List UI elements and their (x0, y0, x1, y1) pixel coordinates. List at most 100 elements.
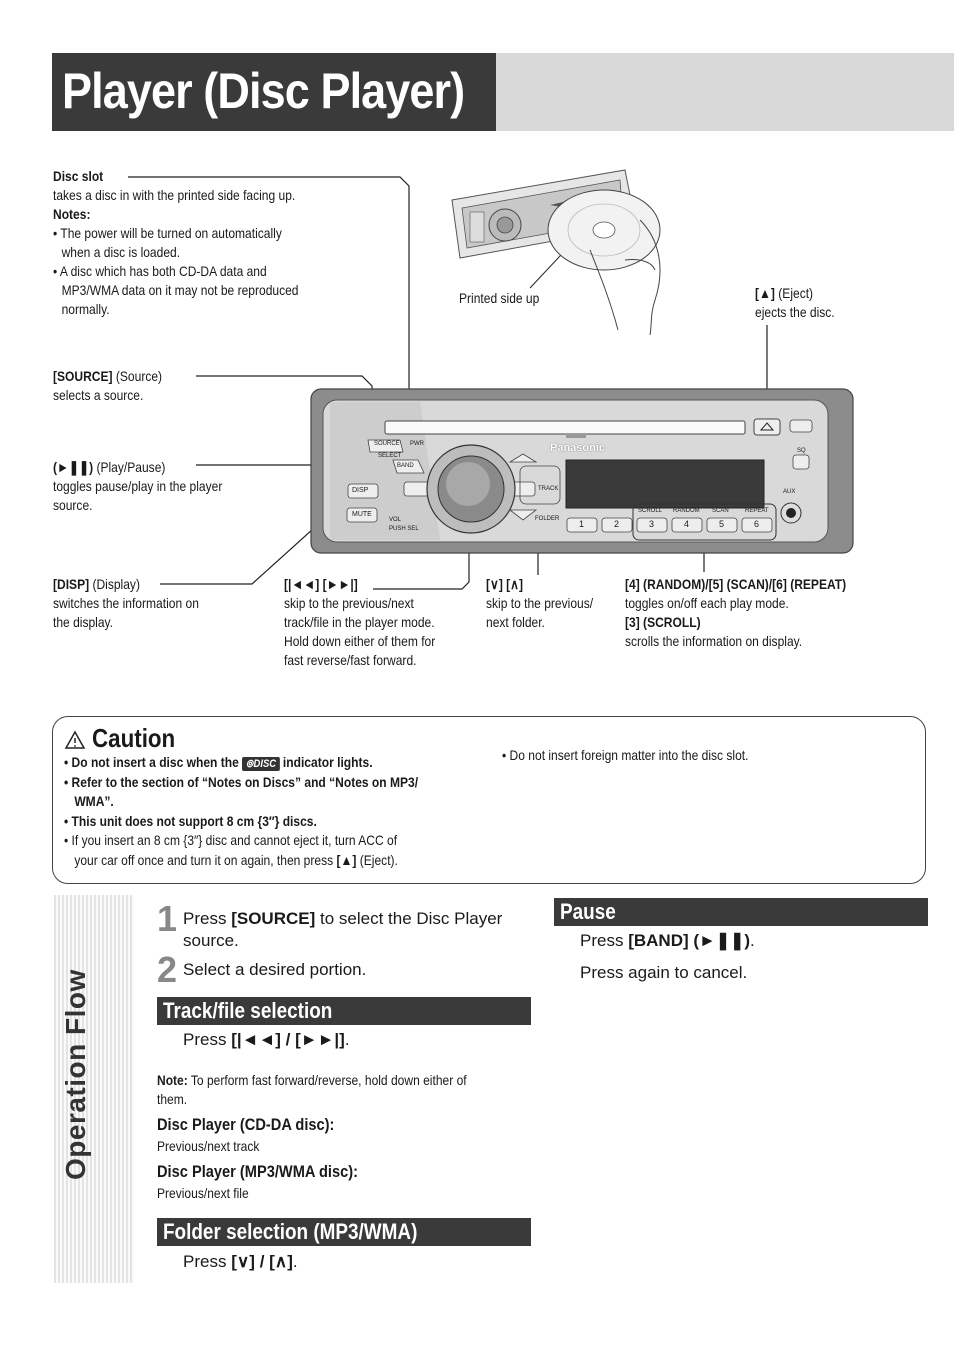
unit-preset-label-scan: SCAN (712, 508, 729, 514)
eject-key: [▲] (755, 285, 775, 301)
disp-name: (Display) (89, 576, 140, 592)
caution-item4-line2-a: your car off once and turn it on again, … (74, 851, 334, 868)
unit-track-label: TRACK (538, 486, 559, 492)
step1-press: Press (183, 909, 227, 928)
skip-callout: [|◄◄] [►►|] skip to the previous/next tr… (284, 575, 435, 670)
unit-source-label: SOURCE (374, 441, 400, 447)
unit-disp-label: DISP (352, 487, 369, 494)
unit-pwr-label: PWR (410, 441, 424, 447)
unit-preset-label-scroll: SCROLL (638, 508, 663, 514)
folder-selection-header: Folder selection (MP3/WMA) (157, 1218, 531, 1246)
source-key: [SOURCE] (53, 368, 113, 384)
disc-slot-desc: takes a disc in with the printed side fa… (53, 187, 296, 203)
folder-press-line: Press [∨] / [∧]. (183, 1252, 298, 1271)
eject-callout: [▲] (Eject) ejects the disc. (755, 284, 835, 322)
unit-preset-5[interactable]: 5 (719, 519, 725, 529)
operation-flow-strip (54, 895, 134, 1283)
play-key: (►❚❚) (53, 459, 94, 475)
unit-band-label: BAND (397, 463, 414, 469)
caution-item3: • This unit does not support 8 cm {3″} d… (64, 812, 317, 829)
page-title: Player (Disc Player) (62, 63, 465, 119)
step2-text: Select a desired portion. (183, 960, 367, 979)
track-file-header: Track/file selection (157, 997, 531, 1025)
eject-desc: ejects the disc. (755, 304, 835, 320)
caution-title: Caution (92, 723, 176, 753)
disp-callout: [DISP] (Display) switches the informatio… (53, 575, 199, 632)
operation-flow-label: Operation Flow (60, 969, 91, 1180)
track-note-label: Note: (157, 1072, 188, 1088)
disp-desc1: switches the information on (53, 595, 199, 611)
title-bar (52, 53, 496, 131)
unit-mute-label: MUTE (352, 511, 372, 518)
unit-select-label: SELECT (378, 453, 402, 459)
folder-desc2: next folder. (486, 614, 545, 630)
unit-vol-label: VOL (389, 517, 402, 523)
track-keys: [|◄◄] / [►►|] (231, 1030, 345, 1049)
track-note-b: them. (157, 1091, 188, 1107)
caution-item4-key: [▲] (336, 851, 357, 868)
caution-item5: • Do not insert foreign matter into the … (502, 747, 749, 763)
skip-desc3: Hold down either of them for (284, 633, 436, 649)
pause-press-line: Press [BAND] (►❚❚). (580, 931, 755, 950)
skip-desc2: track/file in the player mode. (284, 614, 435, 630)
folder-keys: [∨] / [∧] (231, 1252, 293, 1271)
unit-preset-1[interactable]: 1 (579, 519, 585, 529)
pause-keys: [BAND] (►❚❚) (628, 931, 750, 950)
caution-box (52, 716, 926, 884)
disc-slot-callout: Disc slot takes a disc in with the print… (53, 167, 299, 319)
note1-line2: when a disc is loaded. (61, 244, 181, 260)
scroll-desc: scrolls the information on display. (625, 633, 803, 649)
mode-callout: [4] (RANDOM)/[5] (SCAN)/[6] (REPEAT) tog… (625, 575, 846, 651)
caution-item2-line2: WMA”. (74, 793, 114, 809)
scroll-key: [3] (SCROLL) (625, 614, 701, 630)
caution-list-left: • Do not insert a disc when the ⊚DISC in… (64, 753, 418, 870)
play-name: (Play/Pause) (93, 459, 166, 475)
unit-preset-3[interactable]: 3 (649, 519, 655, 529)
step1-text-c: source. (183, 931, 239, 950)
unit-preset-label-repeat: REPEAT (745, 508, 769, 514)
cdda-title: Disc Player (CD-DA disc): (157, 1115, 335, 1134)
source-desc: selects a source. (53, 387, 144, 403)
play-desc2: source. (53, 497, 93, 513)
caution-item1-a: • Do not insert a disc when the (64, 754, 239, 770)
unit-preset-2[interactable]: 2 (614, 519, 620, 529)
folder-key: [∨] [∧] (486, 576, 524, 592)
unit-aux-label: AUX (783, 489, 796, 495)
play-desc1: toggles pause/play in the player (53, 478, 223, 494)
track-press-line: Press [|◄◄] / [►►|]. (183, 1030, 350, 1049)
caution-item4-line1: • If you insert an 8 cm {3″} disc and ca… (64, 832, 398, 848)
unit-sq-label: SQ (797, 448, 806, 454)
unit-preset-label-random: RANDOM (673, 508, 700, 514)
mp3-title: Disc Player (MP3/WMA disc): (157, 1162, 358, 1181)
source-callout: [SOURCE] (Source) selects a source. (53, 367, 162, 405)
pause-again: Press again to cancel. (580, 963, 748, 982)
caution-item4-line2-b: (Eject). (356, 851, 398, 868)
unit-push-sel-label: PUSH SEL (389, 526, 419, 532)
notes-label: Notes: (53, 206, 91, 222)
skip-desc1: skip to the previous/next (284, 595, 414, 611)
mode-key: [4] (RANDOM)/[5] (SCAN)/[6] (REPEAT) (625, 576, 847, 592)
unit-preset-6[interactable]: 6 (754, 519, 760, 529)
note1-line1: • The power will be turned on automatica… (53, 225, 282, 241)
track-note-a: To perform fast forward/reverse, hold do… (187, 1072, 467, 1088)
cdda-desc: Previous/next track (157, 1138, 260, 1154)
folder-callout: [∨] [∧] skip to the previous/ next folde… (486, 575, 593, 632)
unit-folder-label: FOLDER (535, 516, 560, 522)
disc-indicator-badge: ⊚DISC (242, 757, 280, 771)
disp-key: [DISP] (53, 576, 90, 592)
note2-line1: • A disc which has both CD-DA data and (53, 263, 267, 279)
eject-name: (Eject) (774, 285, 814, 301)
caution-item1-b: indicator lights. (282, 754, 373, 770)
step1-number: 1 (157, 898, 178, 939)
folder-desc1: skip to the previous/ (486, 595, 594, 611)
disc-slot-label: Disc slot (53, 168, 104, 184)
printed-side-up-label: Printed side up (459, 290, 540, 306)
caution-item2-line1: • Refer to the section of “Notes on Disc… (64, 773, 419, 790)
unit-brand-logo: Panasonic (550, 442, 606, 454)
step2-number: 2 (157, 949, 178, 990)
mp3-desc: Previous/next file (157, 1185, 249, 1201)
unit-preset-4[interactable]: 4 (684, 519, 690, 529)
step1-text-b: to select the Disc Player (315, 909, 503, 928)
skip-key: [|◄◄] [►►|] (284, 576, 358, 592)
